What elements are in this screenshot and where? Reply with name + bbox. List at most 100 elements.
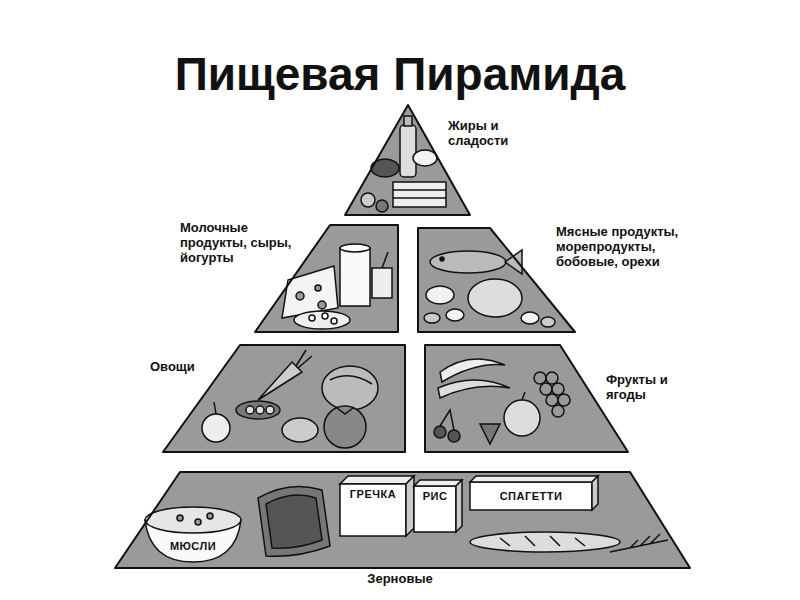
vegetable-drawing-part [324,406,366,448]
diagram-title: Пищевая Пирамида [0,50,800,98]
grain-drawing-part [610,534,668,552]
group-label: Зерновые [340,572,460,587]
band-shape [425,345,628,452]
package-label: МЮСЛИ [170,540,216,552]
dairy-drawing-part [315,285,321,291]
band-shape [418,228,575,332]
meat-drawing-part [468,279,522,317]
group-label: Молочные продукты, сыры, йогурты [180,221,302,266]
grain-drawing-part [414,480,462,486]
grain-drawing-part [258,486,330,556]
dairy-drawing [282,244,392,329]
vegetable-drawing-part [337,408,353,414]
pyramid-band: Зерновые [115,472,690,568]
group-label: Овощи [150,360,210,375]
dairy-drawing-part [318,301,326,309]
vegetable-drawing-part [202,414,230,442]
meat-drawing-part [541,317,555,327]
vegetable-drawing [202,350,378,448]
grain-drawing-part [195,519,201,525]
band-outline [345,105,470,215]
grain-drawing-part [207,513,213,519]
sweets-drawing-part [393,189,446,191]
vegetable-drawing-part [256,406,264,414]
vegetable-drawing-part [330,376,372,384]
fruit-drawing-part [440,359,505,382]
sweets-drawing-part [404,116,412,126]
meat-drawing-part [426,286,454,304]
grain-drawing-part [456,480,462,532]
sweets-drawing-part [413,150,437,166]
sweets-drawing-part [371,159,399,177]
vegetable-drawing-part [322,366,378,410]
dairy-drawing-part [294,311,350,329]
fruit-drawing-part [504,400,540,436]
meat-drawing-part [521,312,539,324]
pyramid-band: Жиры и сладости [345,105,470,215]
sweets-drawing-part [361,193,375,207]
band-fill-part [163,345,405,452]
pyramid-band: Мясные продукты, морепродукты, бобовые, … [418,228,575,332]
group-label: Жиры и сладости [448,119,522,149]
pyramid-band: Овощи [163,345,405,452]
dairy-drawing-part [282,266,338,318]
fruit-drawing-part [534,372,546,384]
pyramid-band: Фрукты и ягоды [425,345,628,452]
dairy-drawing-part [296,292,304,300]
grain-drawing-part [414,486,456,532]
package-label: ГРЕЧКА [350,488,396,500]
fruit-drawing-part [438,380,510,398]
band-outline [163,345,405,452]
vegetable-drawing-part [214,402,216,414]
sweets-drawing-part [400,125,416,177]
dairy-drawing-part [322,313,328,319]
fruit-drawing-part [546,394,558,406]
vegetable-drawing-part [246,406,254,414]
sweets-drawing-part [393,182,446,207]
vegetable-drawing-part [258,362,302,400]
package-label: СПАГЕТТИ [500,490,563,502]
vegetable-drawing-part [296,350,312,368]
grain-drawing-part [470,482,592,510]
dairy-drawing-part [382,252,388,268]
band-fill-part [115,472,690,568]
meat-drawing-part [446,309,464,321]
vegetable-drawing-part [282,418,318,442]
fruit-drawing-part [434,426,446,438]
dairy-drawing-part [340,248,370,306]
grain-drawing-part [145,507,241,533]
fruit-drawing-part [522,392,525,400]
band-shape [345,105,470,215]
meat-drawing-part [440,257,444,261]
grain-drawing-part [406,476,414,536]
meat-drawing [424,250,555,327]
band-shape [255,225,398,332]
band-shape [115,472,690,568]
fruit-drawing-part [558,394,570,406]
band-outline [425,345,628,452]
package-label: РИС [423,490,448,502]
grain-drawing-part [266,495,322,548]
grain-drawing-part [177,515,183,521]
vegetable-drawing-part [236,401,280,419]
dairy-drawing-part [331,318,337,324]
fruit-drawing-part [552,383,564,395]
dairy-drawing-part [340,244,370,252]
band-outline [255,225,398,332]
meat-drawing-part [424,313,440,323]
fruit-drawing-part [540,383,552,395]
band-fill-part [345,105,470,215]
band-fill-part [425,345,628,452]
sweets-drawing-part [376,200,388,212]
band-fill-part [255,225,398,332]
grain-drawing-part [500,536,585,546]
fruit-drawing-part [546,372,558,384]
band-fill [115,105,690,568]
dairy-drawing-part [372,268,392,298]
group-label: Мясные продукты, морепродукты, бобовые, … [556,225,692,270]
pyramid-band: Молочные продукты, сыры, йогурты [255,225,398,332]
fruit-drawing-part [480,424,500,444]
band-shape [163,345,405,452]
grain-drawing-part [470,532,620,552]
